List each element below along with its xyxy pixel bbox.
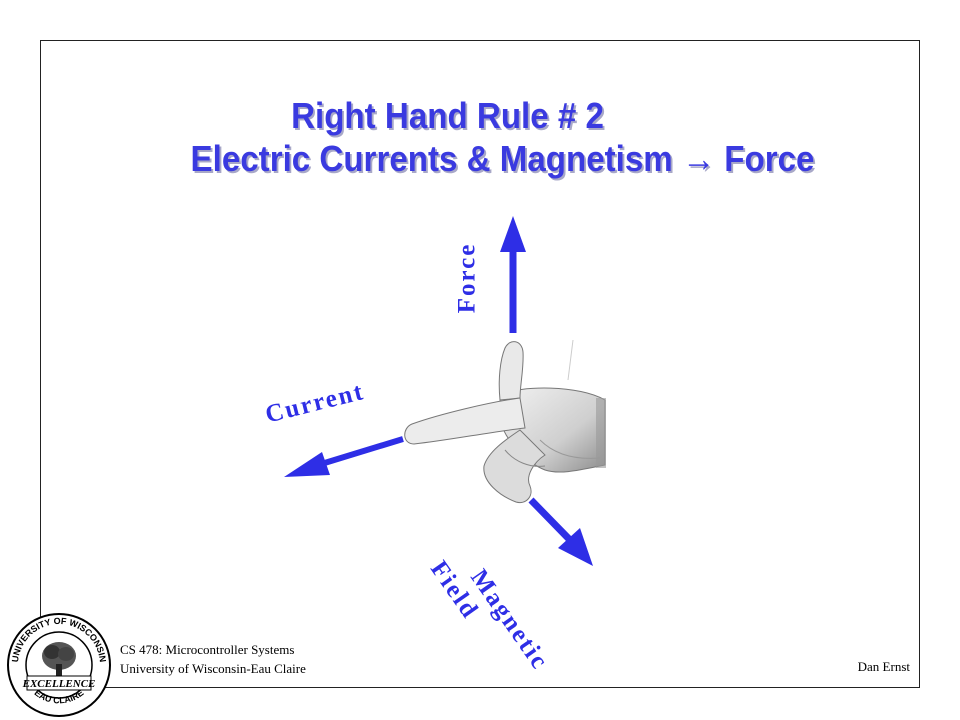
title-line-1: Right Hand Rule # 2	[291, 95, 604, 136]
hand-illustration	[404, 339, 606, 504]
current-arrow	[284, 436, 404, 477]
title-line-2: Electric Currents & Magnetism → Force	[190, 138, 815, 179]
force-arrow	[500, 216, 526, 333]
footer-course: CS 478: Microcontroller Systems	[120, 642, 295, 657]
magnetic-field-arrow	[528, 497, 593, 566]
footer-school: University of Wisconsin-Eau Claire	[120, 661, 306, 676]
slide-frame	[40, 40, 920, 688]
university-seal-logo: UNIVERSITY OF WISCONSIN EAU CLAIRE EXCEL…	[7, 613, 111, 717]
force-label: Force	[453, 242, 481, 314]
footer-author: Dan Ernst	[857, 659, 910, 674]
footer-left: CS 478: Microcontroller Systems Universi…	[120, 640, 306, 678]
seal-middle-text: EXCELLENCE	[22, 678, 96, 690]
slide-title: Right Hand Rule # 2 Electric Currents & …	[0, 95, 960, 181]
tree-icon	[42, 642, 76, 678]
